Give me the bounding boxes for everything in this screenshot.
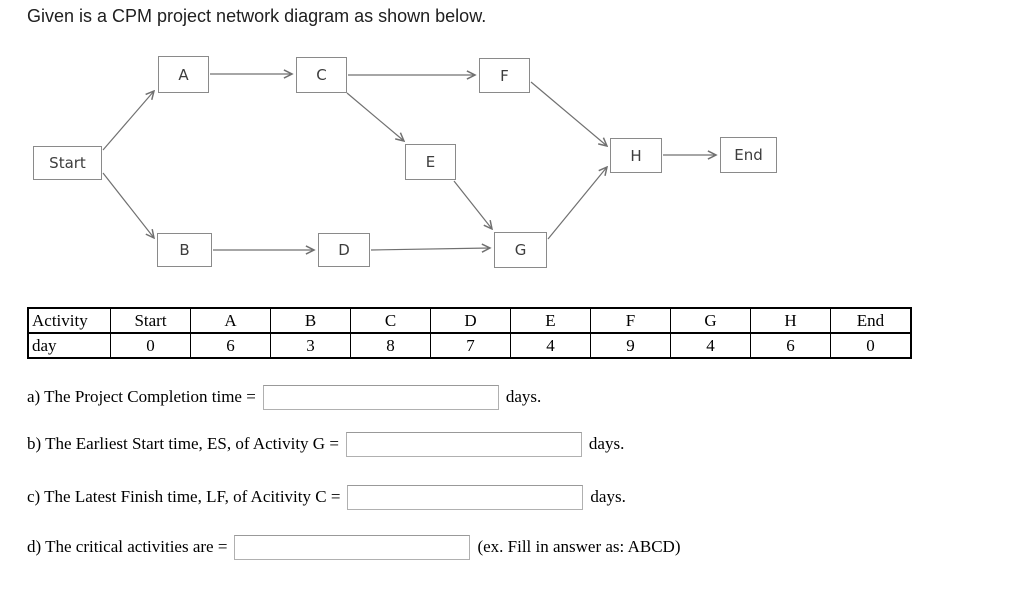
table-header-cell: End (830, 307, 912, 334)
table-day-row: day 0 6 3 8 7 4 9 4 6 0 (27, 332, 912, 359)
table-header-cell: G (670, 307, 751, 334)
question-b: b) The Earliest Start time, ES, of Activ… (27, 430, 624, 458)
table-cell: 8 (350, 332, 431, 359)
question-b-label: b) The Earliest Start time, ES, of Activ… (27, 434, 339, 453)
table-header-cell: A (190, 307, 271, 334)
edge-f-h (530, 81, 607, 146)
node-e: E (405, 144, 456, 180)
table-header-cell: B (270, 307, 351, 334)
node-f: F (479, 58, 530, 93)
table-cell: 9 (590, 332, 671, 359)
table-cell: 3 (270, 332, 351, 359)
table-cell: 4 (670, 332, 751, 359)
node-a: A (158, 56, 209, 93)
question-d: d) The critical activities are = (ex. Fi… (27, 533, 680, 561)
node-end: End (720, 137, 777, 173)
table-row-label: day (27, 332, 111, 359)
edge-c-e (346, 92, 404, 141)
question-a-suffix: days. (505, 387, 542, 406)
table-cell: 6 (190, 332, 271, 359)
question-d-suffix: (ex. Fill in answer as: ABCD) (477, 537, 681, 556)
node-g: G (494, 232, 547, 268)
node-start: Start (33, 146, 102, 180)
table-header-cell: E (510, 307, 591, 334)
edge-start-a (102, 91, 154, 151)
edge-e-g (453, 180, 492, 229)
question-c-answer-input[interactable] (347, 484, 584, 510)
table-header-cell: D (430, 307, 511, 334)
activity-duration-table: Activity Start A B C D E F G H End day 0… (27, 307, 912, 359)
network-arrows (102, 0, 1024, 300)
question-a: a) The Project Completion time = days. (27, 383, 541, 411)
table-header-cell: Activity (27, 307, 111, 334)
node-c: C (296, 57, 347, 93)
table-cell: 6 (750, 332, 831, 359)
table-header-cell: F (590, 307, 671, 334)
table-header-cell: C (350, 307, 431, 334)
question-b-suffix: days. (588, 434, 625, 453)
table-cell: 0 (830, 332, 912, 359)
question-c-label: c) The Latest Finish time, LF, of Acitiv… (27, 487, 341, 506)
question-a-label: a) The Project Completion time = (27, 387, 256, 406)
question-c: c) The Latest Finish time, LF, of Acitiv… (27, 483, 626, 511)
page-title: Given is a CPM project network diagram a… (27, 6, 487, 26)
question-d-answer-input[interactable] (234, 534, 471, 560)
edge-d-g (370, 248, 490, 250)
table-cell: 0 (110, 332, 191, 359)
question-a-answer-input[interactable] (262, 384, 499, 410)
node-b: B (157, 233, 212, 267)
table-header-row: Activity Start A B C D E F G H End (27, 307, 912, 334)
node-d: D (318, 233, 370, 267)
cpm-network-diagram: Start A B C D E F G H End (33, 0, 1024, 300)
question-c-suffix: days. (590, 487, 626, 506)
question-b-answer-input[interactable] (345, 431, 582, 457)
edge-g-h (547, 167, 607, 240)
question-d-label: d) The critical activities are = (27, 537, 228, 556)
table-header-cell: H (750, 307, 831, 334)
edge-start-b (102, 172, 154, 238)
table-cell: 7 (430, 332, 511, 359)
node-h: H (610, 138, 662, 173)
table-header-cell: Start (110, 307, 191, 334)
table-cell: 4 (510, 332, 591, 359)
